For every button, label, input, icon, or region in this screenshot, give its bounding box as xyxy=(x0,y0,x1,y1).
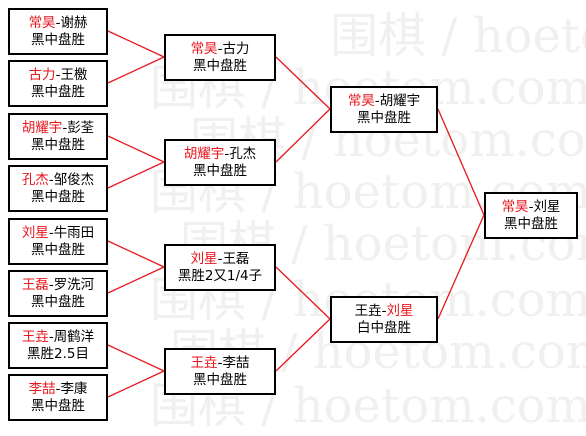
player-1: 刘星 xyxy=(21,224,49,241)
connector-line xyxy=(275,56,331,110)
player-2: 古力 xyxy=(222,40,250,57)
player-2: 刘星 xyxy=(533,198,561,215)
match-players: 常昊-古力 xyxy=(190,40,250,57)
match-box-round1: 李喆-李康 黑中盘胜 xyxy=(8,374,108,421)
player-2: 牛雨田 xyxy=(53,224,95,241)
match-box-round2: 胡耀宇-孔杰 黑中盘胜 xyxy=(164,139,276,186)
connector-line xyxy=(107,30,165,58)
connector-line xyxy=(437,214,485,320)
player-2: 邹俊杰 xyxy=(53,171,95,188)
match-box-final: 常昊-刘星 黑中盘胜 xyxy=(484,192,578,239)
player-1: 李喆 xyxy=(28,380,56,397)
connector-line xyxy=(437,108,485,216)
connector-line xyxy=(107,240,165,268)
match-result: 黑中盘胜 xyxy=(31,397,85,414)
match-players: 刘星-王磊 xyxy=(190,250,250,267)
match-players: 常昊-胡耀宇 xyxy=(347,92,421,109)
match-result: 黑中盘胜 xyxy=(357,109,411,126)
connector-line xyxy=(275,318,331,372)
player-2: 李康 xyxy=(60,380,88,397)
match-players: 刘星-牛雨田 xyxy=(21,224,95,241)
match-result: 黑胜2又1/4子 xyxy=(177,267,263,284)
connector-line xyxy=(107,161,165,189)
connector-line xyxy=(107,370,165,398)
player-1: 王磊 xyxy=(21,276,49,293)
match-players: 常昊-刘星 xyxy=(501,198,561,215)
match-result: 白中盘胜 xyxy=(357,319,411,336)
player-1: 王垚 xyxy=(354,302,382,319)
match-result: 黑中盘胜 xyxy=(31,136,85,153)
match-result: 黑中盘胜 xyxy=(31,31,85,48)
player-2: 周鹤洋 xyxy=(53,328,95,345)
player-2: 孔杰 xyxy=(229,145,257,162)
match-result: 黑胜2.5目 xyxy=(27,345,89,362)
player-2: 谢赫 xyxy=(60,14,88,31)
match-box-round1: 刘星-牛雨田 黑中盘胜 xyxy=(8,218,108,265)
match-players: 王磊-罗洗河 xyxy=(21,276,95,293)
player-1: 胡耀宇 xyxy=(21,119,63,136)
player-1: 王垚 xyxy=(21,328,49,345)
match-players: 王垚-李喆 xyxy=(190,354,250,371)
match-players: 胡耀宇-孔杰 xyxy=(183,145,257,162)
match-players: 胡耀宇-彭荃 xyxy=(21,119,95,136)
match-box-round2: 常昊-古力 黑中盘胜 xyxy=(164,34,276,81)
match-players: 李喆-李康 xyxy=(28,380,88,397)
player-1: 刘星 xyxy=(190,250,218,267)
match-result: 黑中盘胜 xyxy=(504,215,558,232)
match-result: 黑中盘胜 xyxy=(193,162,247,179)
match-result: 黑中盘胜 xyxy=(31,293,85,310)
connector-line xyxy=(275,266,331,320)
match-box-round2: 刘星-王磊 黑胜2又1/4子 xyxy=(164,244,276,291)
match-box-semifinal: 王垚-刘星 白中盘胜 xyxy=(330,296,438,343)
player-2: 王磊 xyxy=(222,250,250,267)
match-box-round1: 孔杰-邹俊杰 黑中盘胜 xyxy=(8,165,108,212)
match-result: 黑中盘胜 xyxy=(31,83,85,100)
player-1: 常昊 xyxy=(501,198,529,215)
player-1: 胡耀宇 xyxy=(183,145,225,162)
match-players: 孔杰-邹俊杰 xyxy=(21,171,95,188)
match-box-round1: 胡耀宇-彭荃 黑中盘胜 xyxy=(8,113,108,160)
player-2: 王檄 xyxy=(60,66,88,83)
match-result: 黑中盘胜 xyxy=(31,241,85,258)
match-players: 王垚-周鹤洋 xyxy=(21,328,95,345)
match-box-round1: 王垚-周鹤洋 黑胜2.5目 xyxy=(8,322,108,369)
player-1: 古力 xyxy=(28,66,56,83)
match-box-round1: 古力-王檄 黑中盘胜 xyxy=(8,60,108,107)
player-2: 刘星 xyxy=(386,302,414,319)
player-1: 孔杰 xyxy=(21,171,49,188)
match-players: 常昊-谢赫 xyxy=(28,14,88,31)
match-result: 黑中盘胜 xyxy=(193,57,247,74)
connector-line xyxy=(107,56,165,84)
player-1: 常昊 xyxy=(28,14,56,31)
player-2: 罗洗河 xyxy=(53,276,95,293)
match-players: 王垚-刘星 xyxy=(354,302,414,319)
match-box-round2: 王垚-李喆 黑中盘胜 xyxy=(164,348,276,395)
player-2: 胡耀宇 xyxy=(379,92,421,109)
player-2: 彭荃 xyxy=(67,119,95,136)
player-1: 王垚 xyxy=(190,354,218,371)
connector-line xyxy=(107,266,165,294)
connector-line xyxy=(107,344,165,372)
player-1: 常昊 xyxy=(190,40,218,57)
match-box-semifinal: 常昊-胡耀宇 黑中盘胜 xyxy=(330,86,438,133)
match-players: 古力-王檄 xyxy=(28,66,88,83)
connector-line xyxy=(275,108,331,163)
player-2: 李喆 xyxy=(222,354,250,371)
match-result: 黑中盘胜 xyxy=(31,188,85,205)
match-result: 黑中盘胜 xyxy=(193,371,247,388)
match-box-round1: 王磊-罗洗河 黑中盘胜 xyxy=(8,270,108,317)
player-1: 常昊 xyxy=(347,92,375,109)
match-box-round1: 常昊-谢赫 黑中盘胜 xyxy=(8,8,108,55)
connector-line xyxy=(107,135,165,163)
